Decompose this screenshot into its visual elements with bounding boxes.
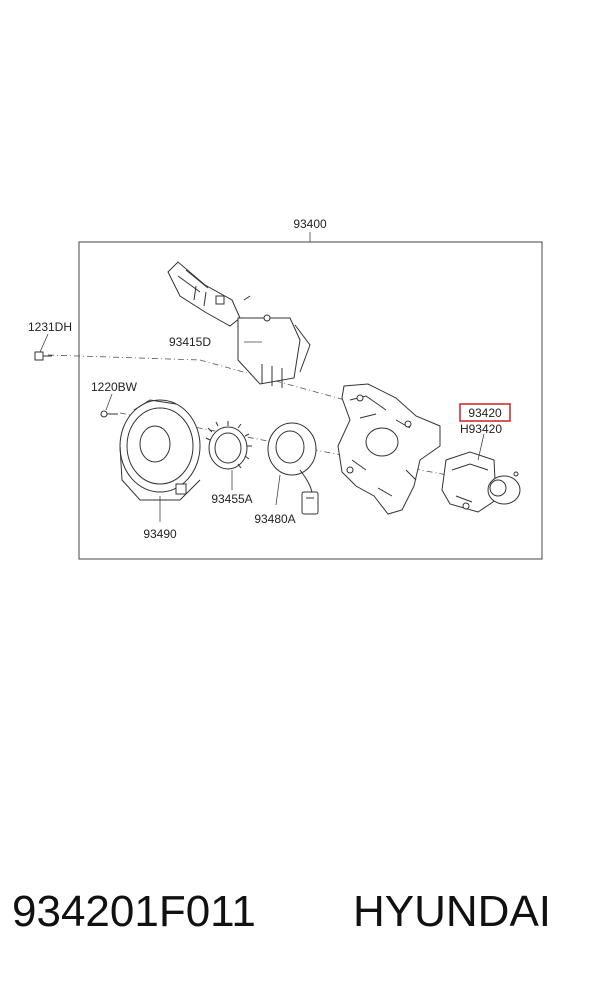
switch-body <box>337 383 441 515</box>
lighting-switch <box>441 451 521 513</box>
angle-sensor <box>267 422 319 515</box>
ring-gear <box>205 421 252 470</box>
assembly-label: 93400 <box>293 217 327 231</box>
wiper-switch-lever <box>167 261 311 388</box>
label-93455a: 93455A <box>211 492 252 506</box>
highlight-box <box>459 403 511 422</box>
screw-1231dh-leader <box>39 333 49 353</box>
label-93420: 93420 <box>468 406 502 420</box>
clock-spring <box>119 399 201 501</box>
footer: 934201F011 HYUNDAI <box>0 872 600 952</box>
label-1220bw: 1220BW <box>91 380 138 394</box>
screw-1220bw-leader <box>105 393 113 411</box>
brand-name: HYUNDAI <box>353 887 552 936</box>
part-number: 934201F011 <box>12 887 256 936</box>
parts-diagram: 93400 1231DH 1220BW 93415D 93490 <box>28 217 543 560</box>
screw-line-top <box>47 354 201 361</box>
label-1231dh: 1231DH <box>28 320 72 334</box>
screw-1231dh <box>34 351 52 361</box>
assembly-frame <box>78 241 543 560</box>
screw-1220bw <box>100 410 118 418</box>
angle-sensor-leader <box>275 474 281 506</box>
label-93480a: 93480A <box>254 512 295 526</box>
label-93490: 93490 <box>143 527 177 541</box>
label-h93420: H93420 <box>460 422 502 436</box>
label-93415d: 93415D <box>169 335 211 349</box>
lighting-switch-leader <box>477 433 485 461</box>
